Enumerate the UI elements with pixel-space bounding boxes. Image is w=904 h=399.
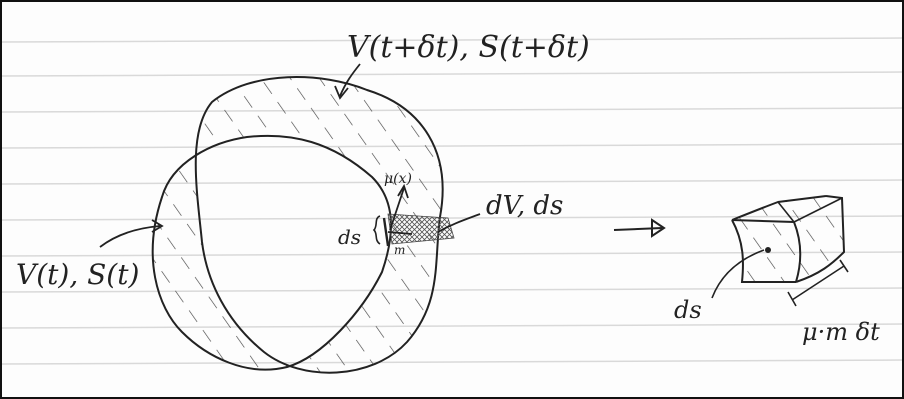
transition-arrow — [613, 227, 663, 231]
inner-label-arrow — [99, 225, 161, 248]
transition-arrowhead — [651, 218, 666, 238]
label-dv-ds: dV, ds — [486, 191, 563, 221]
ds-right-leader — [711, 249, 765, 299]
label-ds-left: ds — [338, 225, 361, 249]
normal-vector-arrow — [389, 187, 405, 231]
normal-vector-arrowhead — [397, 183, 409, 199]
volume-element — [387, 213, 455, 245]
label-outer-region: V(t+δt), S(t+δt) — [347, 30, 590, 65]
outer-label-arrow — [339, 63, 361, 97]
m-vector-arrow — [387, 231, 413, 235]
label-normal-vector: μ(x) — [384, 171, 412, 187]
dv-label-arrow — [437, 213, 481, 233]
outer-label-arrowhead — [334, 85, 349, 100]
label-m: m — [394, 243, 405, 257]
label-mu-m-dt: μ·m δt — [802, 318, 880, 346]
label-ds-right: ds — [674, 296, 702, 324]
inner-boundary — [151, 134, 392, 371]
label-inner-region: V(t), S(t) — [16, 258, 139, 291]
ruled-lines — [2, 37, 902, 365]
dimension-line — [787, 259, 849, 307]
detail-box — [731, 195, 846, 283]
ds-brace — [372, 215, 381, 245]
inner-label-arrowhead — [151, 219, 164, 233]
ds-segment — [382, 217, 390, 247]
outer-boundary — [194, 76, 444, 374]
